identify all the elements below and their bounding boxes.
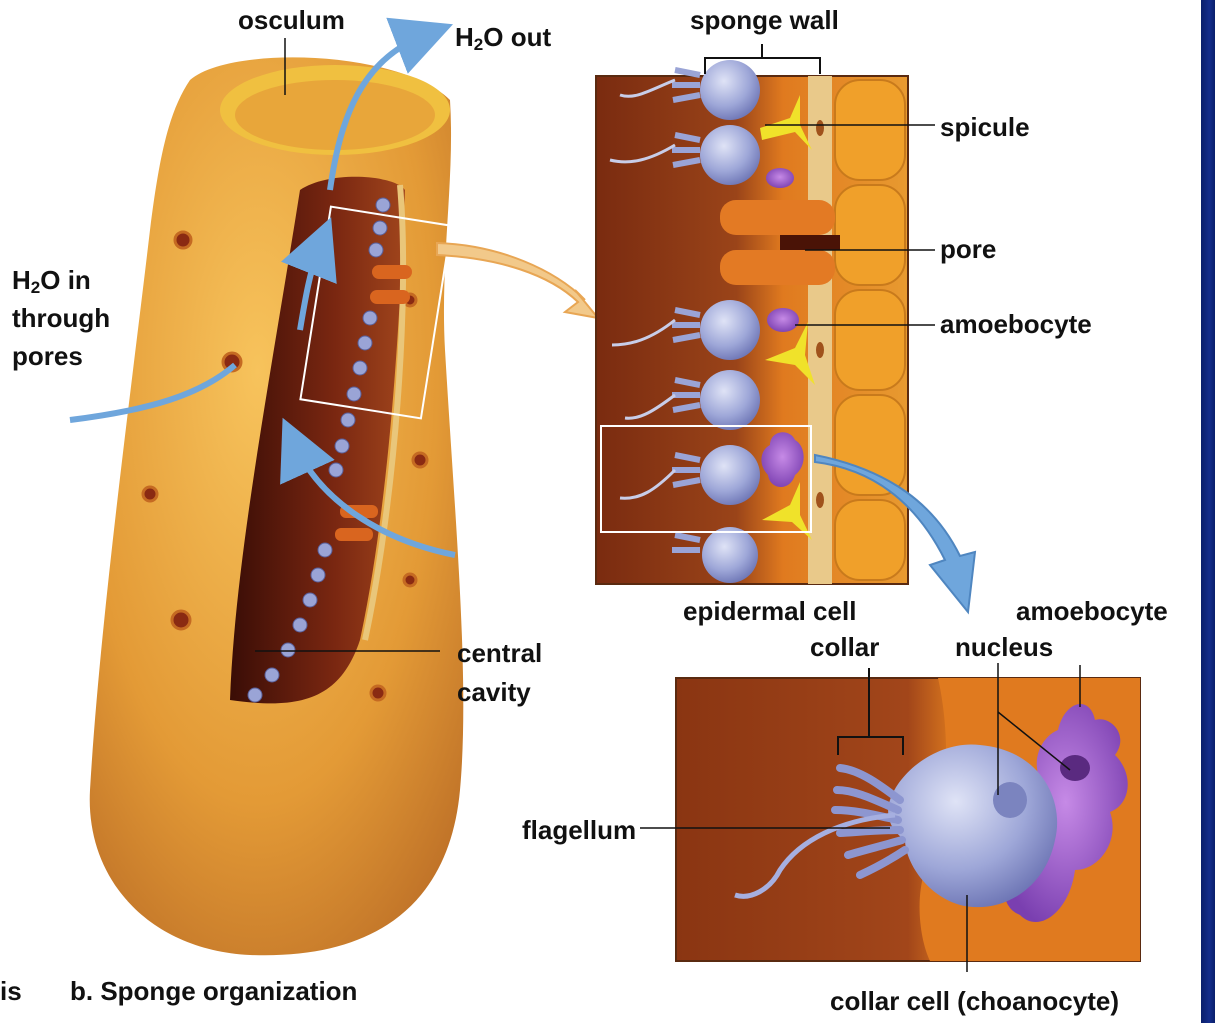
slide-accent-bar	[1201, 0, 1215, 1023]
pores-label: pores	[12, 341, 83, 371]
osculum-opening	[220, 65, 450, 155]
h2o-in-label: H2O in	[12, 265, 91, 295]
through-label: through	[12, 303, 110, 333]
h2o-in-sub: 2	[31, 278, 40, 297]
collar-label: collar	[810, 632, 879, 662]
h2o-in-h: H	[12, 265, 31, 295]
h2o-out-rest: O out	[483, 22, 551, 52]
caption-partial: is	[0, 976, 22, 1006]
osculum-label: osculum	[238, 5, 345, 35]
h2o-out-label: H2O out	[455, 22, 551, 52]
cavity-label: cavity	[457, 677, 531, 707]
central-label: central	[457, 638, 542, 668]
collar-cell-label: collar cell (choanocyte)	[830, 986, 1119, 1016]
sponge-wall-label: sponge wall	[690, 5, 839, 35]
spicule-label: spicule	[940, 112, 1030, 142]
flagellum-label: flagellum	[522, 815, 636, 845]
figure-caption: b. Sponge organization	[70, 976, 357, 1006]
wall-detail-panel	[596, 60, 908, 584]
zoom-arrow-orange	[437, 243, 598, 318]
amoebocyte-label-top: amoebocyte	[940, 309, 1092, 339]
epidermal-cell-label: epidermal cell	[683, 596, 856, 626]
pore-label: pore	[940, 234, 996, 264]
h2o-out-h: H	[455, 22, 474, 52]
h2o-out-sub: 2	[474, 35, 483, 54]
nucleus-label: nucleus	[955, 632, 1053, 662]
collar-cell-zoom-panel	[676, 678, 1140, 961]
h2o-in-rest: O in	[40, 265, 91, 295]
amoebocyte-label-bottom: amoebocyte	[1016, 596, 1168, 626]
